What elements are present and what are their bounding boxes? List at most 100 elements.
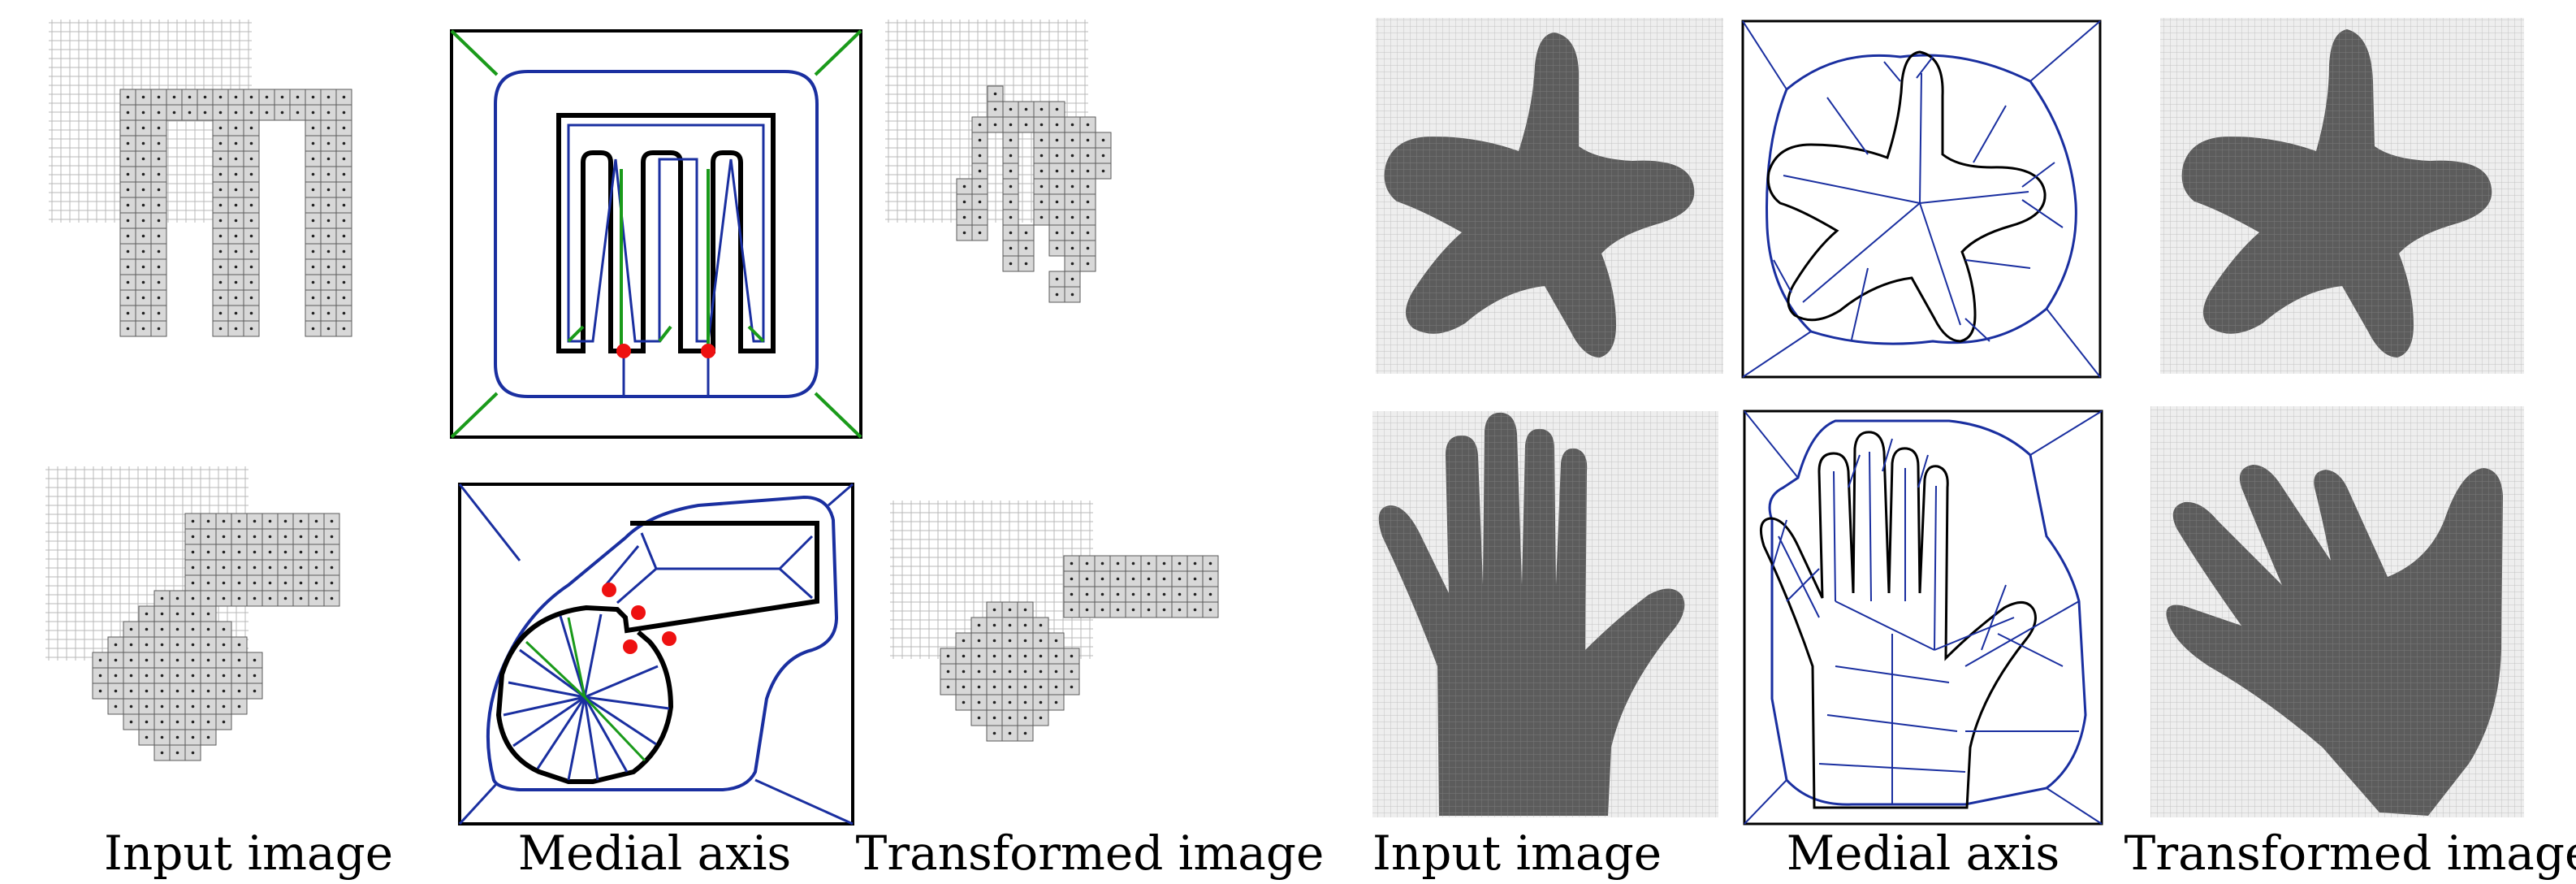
pixel-center [977,639,981,643]
pixel-center [218,110,223,115]
pixel-center [1039,685,1043,689]
pixel-center [1055,277,1059,281]
pixel-center [1009,123,1013,127]
pixel-center [249,126,253,130]
pixel-center [1085,577,1089,581]
pixel-center [175,627,179,631]
pixel-center [249,327,253,331]
pixel-center [218,311,223,315]
pixel-center [265,110,269,115]
blob-transformed-panel [890,500,1219,742]
pixel-center [160,596,164,600]
pixel-center [157,280,161,284]
pixel-center [1070,670,1074,674]
pixel-center [330,519,334,523]
pixel-center [311,110,315,115]
pixel-center [992,623,996,627]
pixel-center [253,519,257,523]
pixel-center [1054,685,1058,689]
pixel-center [253,674,257,678]
pixel-center [342,234,346,238]
pixel-center [126,249,130,254]
pixel-center [191,535,195,539]
pixel-center [326,157,331,161]
letter-m-medial-axis-panel [450,29,862,439]
pixel-center [141,280,145,284]
pixel-center [234,203,238,207]
pixel-center [1131,592,1135,596]
pixel-center [237,704,241,708]
pixel-center [1054,639,1058,643]
pixel-center [129,627,133,631]
pixel-center [268,535,272,539]
hand-shape [2166,465,2503,816]
pixel-center [280,110,284,115]
pixel-center [1009,169,1013,173]
pixel-center [1086,123,1090,127]
pixel-center [1070,577,1074,581]
pixel-center [126,188,130,192]
pixel-center [311,203,315,207]
caption-left-input: Input image [104,826,393,881]
pixel-center [141,296,145,300]
pixel-center [1023,670,1027,674]
pixel-center [1162,577,1166,581]
pixel-center [314,519,318,523]
pixel-center [311,327,315,331]
pixel-cells [92,513,340,761]
pixel-center [1039,700,1043,704]
pixel-center [978,231,982,235]
pixel-center [222,581,226,585]
pixel-center [191,674,195,678]
pixel-center [206,720,210,724]
pixel-center [98,674,102,678]
pixel-center [342,126,346,130]
pixel-center [141,172,145,176]
pixel-center [253,550,257,554]
pixel-center [977,716,981,720]
pixel-center [1070,608,1074,612]
pixel-center [141,188,145,192]
pixel-center [1009,107,1013,111]
pixel-center [1100,608,1104,612]
pixel-center [1208,592,1212,596]
critical-point [616,344,631,358]
pixel-center [1178,561,1182,566]
critical-connectors [622,353,710,396]
pixel-center [129,704,133,708]
pixel-center [175,720,179,724]
pixel-center [1070,123,1074,127]
pixel-center [206,674,210,678]
pixel-center [330,535,334,539]
pixel-center [1162,561,1166,566]
pixel-center [326,95,331,99]
pixel-center [1193,561,1197,566]
pixel-center [249,296,253,300]
pixel-center [234,296,238,300]
pixel-center [342,110,346,115]
pixel-center [1070,592,1074,596]
pixel-center [283,596,287,600]
pixel-center [1054,654,1058,658]
pixel-center [314,550,318,554]
pixel-center [283,566,287,570]
pixel-center [175,689,179,693]
pixel-center [311,311,315,315]
pixel-center [299,596,303,600]
pixel-center [1055,246,1059,250]
pixel-center [326,265,331,269]
pixel-center [1116,561,1120,566]
star-transformed-panel [2160,18,2524,374]
pixel-center [992,685,996,689]
pixel-center [114,689,118,693]
pixel-center [175,658,179,662]
panel-frame [450,29,862,439]
pixel-center [160,643,164,647]
pixel-center [1055,154,1059,158]
pixel-center [1147,592,1151,596]
pixel-center [222,566,226,570]
pixel-center [126,110,130,115]
pixel-center [237,643,241,647]
pixel-center [126,95,130,99]
